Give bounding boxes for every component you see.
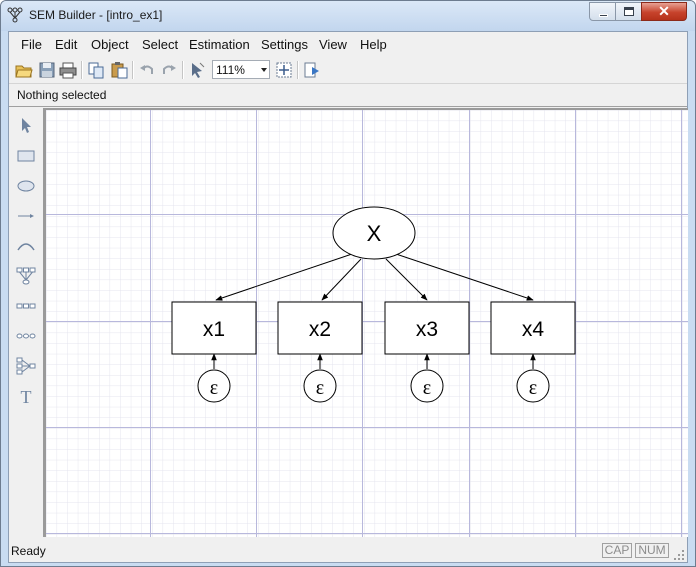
close-icon: ✕: [658, 3, 670, 19]
fit-icon[interactable]: [275, 61, 293, 79]
toolbar-separator: [132, 61, 134, 79]
text-tool-icon[interactable]: T: [16, 386, 36, 406]
estimate-icon[interactable]: [303, 61, 321, 79]
grid-minor: [46, 110, 688, 537]
maximize-icon: [624, 7, 634, 16]
undo-icon[interactable]: [138, 61, 156, 79]
title-bar[interactable]: SEM Builder - [intro_ex1] ✕: [1, 1, 695, 31]
error-label: ε: [423, 377, 431, 399]
status-text: Ready: [11, 544, 46, 558]
path-arrow[interactable]: [321, 258, 362, 301]
zoom-value: 111%: [216, 63, 245, 77]
close-button[interactable]: ✕: [641, 2, 687, 21]
minimize-button[interactable]: [589, 2, 616, 21]
observed-label: x4: [522, 318, 545, 341]
save-icon[interactable]: [38, 61, 56, 79]
error-term[interactable]: [303, 369, 337, 403]
status-bar: Ready CAP NUM: [9, 539, 687, 562]
observed-variable-x2[interactable]: [277, 301, 363, 355]
diagram-canvas[interactable]: X x1 x2 x3 x4 ε ε ε ε: [43, 108, 688, 537]
regression-component-icon[interactable]: [16, 356, 36, 376]
maximize-button[interactable]: [615, 2, 642, 21]
menu-file[interactable]: File: [21, 37, 42, 52]
select-tool-icon[interactable]: [188, 61, 206, 79]
resize-grip-icon[interactable]: [673, 549, 685, 561]
caps-lock-indicator: CAP: [602, 543, 632, 558]
observed-variable-x1[interactable]: [171, 301, 257, 355]
path-arrow[interactable]: [385, 258, 428, 301]
selection-info-text: Nothing selected: [17, 88, 107, 102]
observed-label: x1: [203, 318, 225, 341]
select-arrow-icon[interactable]: [16, 116, 36, 136]
menu-edit[interactable]: Edit: [55, 37, 78, 52]
observed-variable-x4[interactable]: [490, 301, 576, 355]
menu-estimation[interactable]: Estimation: [189, 37, 250, 52]
open-icon[interactable]: [15, 61, 33, 79]
paste-icon[interactable]: [110, 61, 128, 79]
observed-label: x2: [309, 318, 331, 341]
toolbar-separator: [81, 61, 83, 79]
svg-text:T: T: [21, 387, 32, 406]
path-icon[interactable]: [16, 206, 36, 226]
error-label: ε: [529, 377, 537, 399]
path-arrow[interactable]: [395, 253, 534, 301]
diagram-svg: X x1 x2 x3 x4 ε ε ε ε: [46, 110, 688, 537]
latent-variable-x[interactable]: [332, 206, 416, 260]
error-term[interactable]: [197, 369, 231, 403]
observed-label: x3: [416, 318, 438, 341]
latent-variable-icon[interactable]: [16, 176, 36, 196]
app-icon: [7, 7, 23, 23]
error-term[interactable]: [516, 369, 550, 403]
chevron-down-icon: [261, 68, 267, 72]
latent-set-icon[interactable]: [16, 326, 36, 346]
tool-palette: T: [9, 108, 43, 539]
toolbar-separator: [182, 61, 184, 79]
minimize-icon: [599, 14, 608, 17]
menu-select[interactable]: Select: [142, 37, 179, 52]
redo-icon[interactable]: [160, 61, 178, 79]
menu-view[interactable]: View: [319, 37, 347, 52]
measurement-component-icon[interactable]: [16, 266, 36, 286]
zoom-select[interactable]: 111%: [212, 60, 270, 79]
menu-bar: File Edit Object Select Estimation Setti…: [9, 32, 687, 56]
menu-settings[interactable]: Settings: [261, 37, 308, 52]
window-title: SEM Builder - [intro_ex1]: [29, 8, 163, 22]
num-lock-indicator: NUM: [635, 543, 669, 558]
print-icon[interactable]: [59, 61, 77, 79]
toolbar-separator: [297, 61, 299, 79]
covariance-icon[interactable]: [16, 236, 36, 256]
selection-info-bar: Nothing selected: [9, 83, 687, 107]
menu-help[interactable]: Help: [360, 37, 387, 52]
observed-variable-x3[interactable]: [384, 301, 470, 355]
error-label: ε: [316, 377, 324, 399]
copy-icon[interactable]: [87, 61, 105, 79]
error-term[interactable]: [410, 369, 444, 403]
path-arrow[interactable]: [215, 253, 353, 301]
observed-variable-icon[interactable]: [16, 146, 36, 166]
observed-set-icon[interactable]: [16, 296, 36, 316]
latent-label: X: [367, 221, 382, 246]
toolbar: 111%: [9, 57, 687, 83]
client-area: File Edit Object Select Estimation Setti…: [8, 31, 688, 563]
menu-object[interactable]: Object: [91, 37, 129, 52]
error-label: ε: [210, 377, 218, 399]
